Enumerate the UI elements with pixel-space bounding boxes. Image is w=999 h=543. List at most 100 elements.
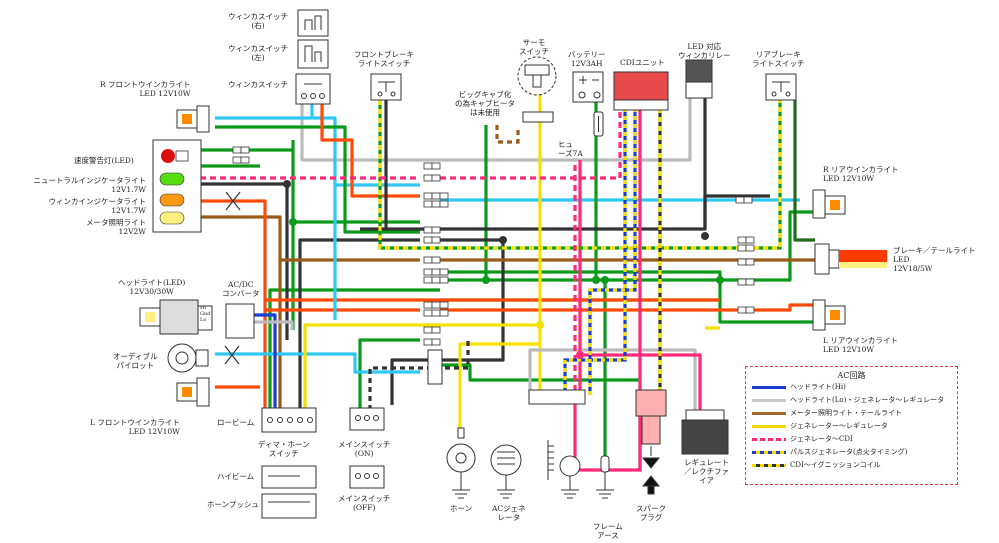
label-low-beam: ロービーム (217, 418, 255, 427)
connector (423, 276, 449, 284)
label-regulator: レギュレート ／レクチファ イア (684, 458, 729, 485)
wire-orange (190, 199, 267, 410)
connector (737, 306, 755, 314)
junction-dot (701, 232, 709, 240)
legend-item: ジェネレータ〜CDI (752, 434, 957, 444)
legend-item-label: ジェネレータ〜CDI (790, 435, 853, 443)
center-connector (427, 349, 586, 405)
connector (232, 156, 250, 164)
connector (423, 338, 441, 346)
wire-yellow-green-dash (378, 87, 782, 250)
junction-dot (283, 180, 291, 188)
connectors (232, 146, 755, 346)
acdc-converter (225, 303, 255, 339)
label-ac-generator: ACジェネ レータ (492, 504, 526, 522)
junction-dot (499, 236, 507, 244)
wire-green (185, 140, 295, 330)
legend-item-label: メーター照明ライト・テールライト (790, 409, 902, 417)
wire-pink-white-dash (190, 105, 622, 180)
winker-led (159, 193, 185, 207)
label-high-beam: ハイビーム (217, 472, 255, 481)
wire-black (390, 238, 505, 405)
connector (423, 174, 441, 182)
dimmer-switch-low (261, 407, 317, 433)
label-winker-switch-left: ウィンカスイッチ (左) (228, 44, 288, 62)
label-frame-earth: フレーム アース (593, 522, 623, 540)
junction-dot (716, 276, 724, 284)
wire-yellow (303, 88, 542, 415)
main-switch-on (349, 407, 385, 431)
label-cdi-unit: CDIユニット (620, 58, 665, 67)
winker-switch-right (297, 9, 329, 37)
legend: AC回路 ヘッドライト(Hi) ヘッドライト(Lo)・ジェネレータ〜レギュレータ… (745, 366, 958, 485)
wire-blue-yellow-dash (563, 108, 627, 395)
connector (423, 226, 441, 234)
junction-dot (289, 218, 297, 226)
wire-white-black-dash (368, 340, 470, 410)
wire-yellow (458, 342, 540, 430)
label-main-switch-on: メインスイッチ (ON) (338, 440, 391, 458)
connector (423, 236, 441, 244)
dashed-wires (190, 87, 782, 472)
label-r-front-winker: R フロントウインカライト LED 12V10W (100, 80, 191, 98)
legend-swatch (752, 412, 786, 415)
r-front-winker-lamp (176, 105, 210, 133)
junction-dot (482, 276, 490, 284)
legend-item: CDI〜イグニッションコイル (752, 460, 957, 470)
label-winker-switch: ウィンカスイッチ (228, 80, 288, 89)
connector (423, 192, 449, 200)
legend-title: AC回路 (837, 371, 866, 380)
wire-green (440, 210, 815, 282)
wire-green (268, 288, 440, 410)
label-hi-gnd-lo: Hi Gnd Lo (200, 305, 211, 323)
meter-led (159, 211, 185, 225)
connector (737, 236, 755, 244)
meter-panel (152, 139, 202, 233)
label-main-switch-off: メインスイッチ (OFF) (338, 494, 391, 512)
wire-black (384, 87, 707, 229)
connector (735, 196, 753, 204)
l-rear-winker-lamp (812, 299, 846, 331)
connector (423, 200, 449, 208)
legend-item: ヘッドライト(Hi) (752, 382, 957, 392)
frame-earth (596, 455, 614, 499)
crossover-mark (224, 345, 240, 365)
label-dimmer-horn-switch: ディマ・ホーン スイッチ (258, 440, 310, 458)
connector (423, 301, 449, 309)
connector (737, 244, 755, 252)
wire-orange (320, 103, 420, 198)
neutral-led (159, 172, 185, 186)
label-l-front-winker: L フロントウインカライト LED 12V10W (90, 418, 180, 436)
wire-sky (215, 352, 420, 374)
speed-warning-led (161, 149, 175, 163)
connector (232, 146, 250, 154)
wire-blue-yellow-dash (588, 108, 637, 395)
headlight (139, 299, 213, 335)
legend-item-label: パルスジェネレータ(点火タイミング) (790, 448, 908, 456)
junction-dot (592, 276, 600, 284)
neutral-switch (559, 455, 581, 499)
main-switch-off (349, 465, 385, 489)
label-r-rear-winker: R リアウインカライト LED 12V10W (823, 165, 899, 183)
cdi-unit (613, 71, 669, 111)
wire-green (358, 338, 420, 410)
horn-push-switch (261, 493, 317, 519)
legend-swatch (752, 399, 786, 402)
connector (423, 162, 441, 170)
wire-orange (265, 303, 815, 312)
label-spark-plug: スパーク プラグ (636, 504, 666, 522)
ac-generator (490, 440, 554, 499)
wire-gray (250, 320, 294, 330)
label-acdc-converter: AC/DC コンバータ (222, 280, 260, 298)
l-front-winker-lamp (176, 377, 210, 407)
label-horn-push: ホーンプッシュ (207, 500, 259, 509)
connector (423, 256, 441, 264)
junction-dot (536, 321, 544, 329)
connector (737, 258, 755, 266)
wire-gray (528, 348, 697, 410)
label-front-brake-switch: フロントブレーキ ライトスイッチ (354, 50, 414, 68)
horn (446, 427, 476, 499)
winker-switch (295, 73, 331, 105)
wire-pink-solid (573, 108, 642, 472)
